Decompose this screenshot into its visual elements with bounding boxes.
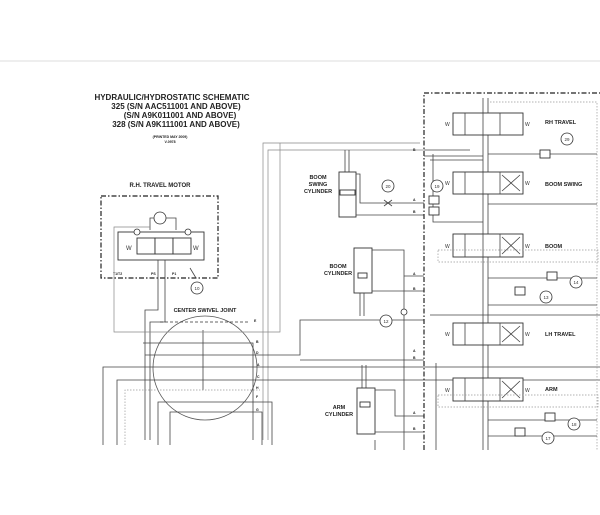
relief-valve <box>544 412 556 422</box>
boom-swing-label-3: CYLINDER <box>304 189 332 195</box>
port-letter: A <box>413 349 416 353</box>
port-letter: A <box>413 411 416 415</box>
svg-text:W: W <box>126 246 132 252</box>
boom-cylinder: BOOM CYLINDER 12 <box>324 247 424 450</box>
boom-swing-label-2: SWING <box>309 182 328 188</box>
swivel-port-a: A <box>257 363 260 367</box>
swivel-port-d: D <box>256 351 259 355</box>
port-letter: A <box>413 272 416 276</box>
orifice-icon <box>383 199 393 207</box>
port-letter: B <box>413 356 416 360</box>
center-swivel-joint-label: CENTER SWIVEL JOINT <box>174 308 237 314</box>
rh-travel-motor: R.H. TRAVEL MOTOR W W T1/T2 PS P1 <box>100 183 219 440</box>
boom-cyl-label-2: CYLINDER <box>324 271 352 277</box>
arm-cylinder: ARM CYLINDER <box>325 365 424 450</box>
port-letter: B <box>413 287 416 291</box>
callout-12 <box>379 314 393 328</box>
swivel-port-c: C <box>257 375 260 379</box>
callout-29-text: 29 <box>564 137 570 142</box>
frame-lines <box>262 142 424 440</box>
svg-text:W: W <box>525 181 530 187</box>
main-control-valve: W W RH TRAVEL W W BOOM SWING W W BOOM W W LH… <box>423 92 600 450</box>
swivel-port-f: F <box>256 395 259 399</box>
callout-13: 13 <box>539 290 553 304</box>
check-valve <box>428 206 440 216</box>
boom-swing-valve-label: BOOM SWING <box>545 182 582 188</box>
title-block: HYDRAULIC/HYDROSTATIC SCHEMATIC 325 (S/N… <box>94 93 249 144</box>
svg-text:W: W <box>525 122 530 128</box>
svg-text:W: W <box>445 244 450 250</box>
lh-travel-label: LH TRAVEL <box>545 332 576 338</box>
relief-valve <box>514 286 526 296</box>
callout-19: 19 <box>430 179 444 193</box>
line-port-letters: B A B A B A B A B <box>413 148 416 431</box>
title-line4: 328 (S/N A9K111001 AND ABOVE) <box>112 120 240 129</box>
callout-19-text: 19 <box>434 184 440 189</box>
arm-cyl-label-1: ARM <box>333 405 346 411</box>
callout-29: 29 <box>560 132 574 146</box>
callout-17: 17 <box>541 431 555 445</box>
title-line3: (S/N A9K011001 AND ABOVE) <box>124 111 237 120</box>
port-letter: A <box>413 198 416 202</box>
swivel-port-h: H <box>256 386 259 390</box>
port-letter: B <box>413 210 416 214</box>
swivel-circle <box>152 315 258 421</box>
boom-cyl-label-1: BOOM <box>329 264 347 270</box>
port-ps: PS <box>151 272 156 276</box>
svg-text:W: W <box>445 122 450 128</box>
relief-valve <box>546 271 558 281</box>
callout-20-text: 20 <box>385 184 391 189</box>
swivel-port-b: B <box>256 340 259 344</box>
callout-18: 18 <box>567 417 581 431</box>
arm-cyl-label-2: CYLINDER <box>325 412 353 418</box>
valve-section-arm: W W ARM <box>437 377 599 408</box>
port-t1t2: T1/T2 <box>113 272 122 276</box>
rh-travel-motor-label: R.H. TRAVEL MOTOR <box>129 183 191 189</box>
motor-symbol <box>153 211 167 225</box>
callout-14: 14 <box>569 275 583 289</box>
svg-text:W: W <box>525 244 530 250</box>
boom-swing-label-1: BOOM <box>309 175 327 181</box>
relief-valve <box>539 149 551 159</box>
valve-section-lh-travel: W W LH TRAVEL <box>445 322 576 346</box>
swivel-port-e: E <box>254 319 257 323</box>
document-code: V-0978 <box>164 140 175 144</box>
boom-swing-cylinder: BOOM SWING CYLINDER 20 <box>304 150 424 218</box>
callout-14-text: 14 <box>573 280 579 285</box>
callout-10-text: 10 <box>194 286 200 291</box>
svg-text:W: W <box>445 332 450 338</box>
callout-18-text: 18 <box>571 422 577 427</box>
valve-section-boom: W W BOOM <box>437 233 599 263</box>
relief-valve <box>514 427 526 437</box>
valve-section-boom-swing: W W BOOM SWING <box>445 171 582 195</box>
printed-date: (PRINTED MAY 2009) <box>153 135 188 139</box>
port-p1: P1 <box>172 272 176 276</box>
callout-12-text: 12 <box>383 319 389 324</box>
title-line2: 325 (S/N AAC511001 AND ABOVE) <box>111 102 241 111</box>
callout-13-text: 13 <box>543 295 549 300</box>
callout-10: 10 <box>190 281 204 295</box>
svg-text:W: W <box>193 246 199 252</box>
valve-section-rh-travel: W W RH TRAVEL <box>445 112 577 136</box>
rh-travel-label: RH TRAVEL <box>545 120 577 126</box>
center-swivel-joint: CENTER SWIVEL JOINT E B D A C H F G <box>102 143 600 445</box>
callout-17-text: 17 <box>545 436 551 441</box>
title-line1: HYDRAULIC/HYDROSTATIC SCHEMATIC <box>94 93 249 102</box>
svg-text:W: W <box>445 181 450 187</box>
swivel-port-g: G <box>256 408 259 412</box>
check-valve <box>428 195 440 205</box>
boom-valve-label: BOOM <box>545 244 563 250</box>
port-letter: B <box>413 427 416 431</box>
port-letter: B <box>413 148 416 152</box>
svg-text:W: W <box>525 388 530 394</box>
arm-valve-label: ARM <box>545 387 558 393</box>
svg-text:W: W <box>445 388 450 394</box>
svg-text:W: W <box>525 332 530 338</box>
motor-boundary <box>100 195 219 279</box>
callout-20 <box>381 179 395 193</box>
